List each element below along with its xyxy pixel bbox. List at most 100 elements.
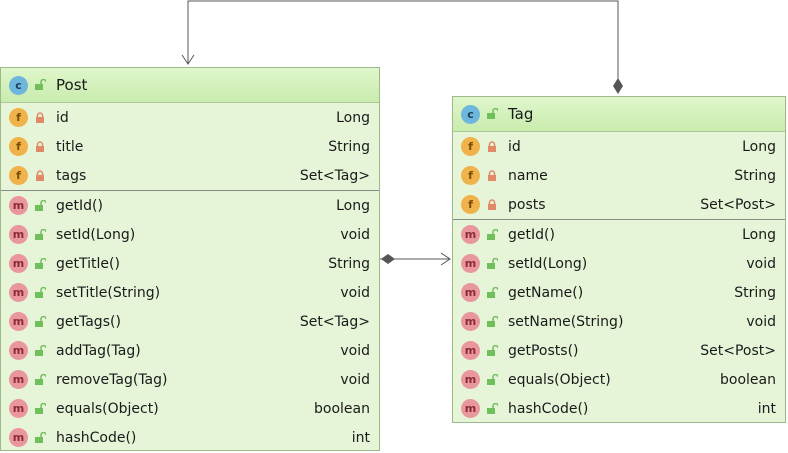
method-name: getTags() xyxy=(56,313,121,330)
tag-arrowhead xyxy=(440,252,451,266)
lock-open-icon xyxy=(487,228,498,240)
method-type: void xyxy=(340,284,370,301)
tag-separator xyxy=(453,219,785,220)
lock-open-icon xyxy=(35,373,46,385)
field-row[interactable]: f posts Set<Post> xyxy=(453,190,785,219)
lock-open-icon xyxy=(487,402,498,414)
lock-open-icon xyxy=(487,344,498,356)
method-name: getId() xyxy=(508,226,555,243)
method-type: void xyxy=(340,371,370,388)
lock-open-icon xyxy=(487,108,498,119)
post-class-header[interactable]: c Post xyxy=(1,68,379,103)
method-type: void xyxy=(746,255,776,272)
method-type: Long xyxy=(336,197,370,214)
field-icon: f xyxy=(461,195,480,214)
field-row[interactable]: f id Long xyxy=(453,132,785,161)
method-row[interactable]: m getTags() Set<Tag> xyxy=(1,307,379,336)
method-icon: m xyxy=(9,370,28,389)
field-type: Long xyxy=(742,138,776,155)
method-name: removeTag(Tag) xyxy=(56,371,168,388)
method-type: void xyxy=(340,226,370,243)
method-type: int xyxy=(351,429,370,446)
method-name: getPosts() xyxy=(508,342,579,359)
method-type: int xyxy=(757,400,776,417)
method-icon: m xyxy=(9,225,28,244)
field-name: id xyxy=(508,138,521,155)
post-association-diamond xyxy=(381,254,395,264)
lock-open-icon xyxy=(487,286,498,298)
lock-closed-icon xyxy=(488,140,496,152)
method-icon: m xyxy=(461,399,480,418)
method-icon: m xyxy=(9,341,28,360)
field-icon: f xyxy=(461,137,480,156)
method-name: addTag(Tag) xyxy=(56,342,141,359)
class-icon: c xyxy=(461,104,480,124)
field-type: String xyxy=(328,138,370,155)
lock-open-icon xyxy=(35,199,46,211)
field-icon: f xyxy=(9,137,28,156)
method-icon: m xyxy=(461,341,480,360)
method-type: void xyxy=(340,342,370,359)
method-icon: m xyxy=(9,312,28,331)
method-row[interactable]: m addTag(Tag) void xyxy=(1,336,379,365)
field-type: String xyxy=(734,167,776,184)
method-name: equals(Object) xyxy=(508,371,611,388)
method-name: hashCode() xyxy=(508,400,589,417)
method-name: setId(Long) xyxy=(508,255,588,272)
lock-open-icon xyxy=(35,315,46,327)
lock-closed-icon xyxy=(36,169,44,181)
field-name: posts xyxy=(508,196,546,213)
lock-open-icon xyxy=(35,431,46,443)
field-icon: f xyxy=(9,108,28,127)
field-name: title xyxy=(56,138,84,155)
method-row[interactable]: m removeTag(Tag) void xyxy=(1,365,379,394)
method-type: void xyxy=(746,313,776,330)
method-icon: m xyxy=(9,196,28,215)
method-type: boolean xyxy=(314,400,370,417)
method-icon: m xyxy=(461,312,480,331)
method-name: equals(Object) xyxy=(56,400,159,417)
method-type: String xyxy=(734,284,776,301)
method-type: Set<Tag> xyxy=(299,313,370,330)
method-row[interactable]: m getPosts() Set<Post> xyxy=(453,336,785,365)
lock-closed-icon xyxy=(488,169,496,181)
method-type: Set<Post> xyxy=(700,342,776,359)
method-row[interactable]: m hashCode() int xyxy=(453,394,785,423)
lock-open-icon xyxy=(35,257,46,269)
method-type: String xyxy=(328,255,370,272)
field-name: tags xyxy=(56,167,87,184)
post-arrowhead xyxy=(181,54,195,65)
lock-open-icon xyxy=(35,79,46,90)
method-row[interactable]: m setName(String) void xyxy=(453,307,785,336)
lock-open-icon xyxy=(35,228,46,240)
tag-class-header[interactable]: c Tag xyxy=(453,97,785,132)
method-name: setName(String) xyxy=(508,313,624,330)
method-icon: m xyxy=(9,399,28,418)
lock-open-icon xyxy=(35,286,46,298)
class-name: Post xyxy=(56,76,88,94)
method-row[interactable]: m equals(Object) boolean xyxy=(1,394,379,423)
class-icon: c xyxy=(9,75,28,95)
lock-open-icon xyxy=(35,344,46,356)
field-type: Set<Post> xyxy=(700,196,776,213)
field-row[interactable]: f title String xyxy=(1,132,379,161)
lock-open-icon xyxy=(35,402,46,414)
